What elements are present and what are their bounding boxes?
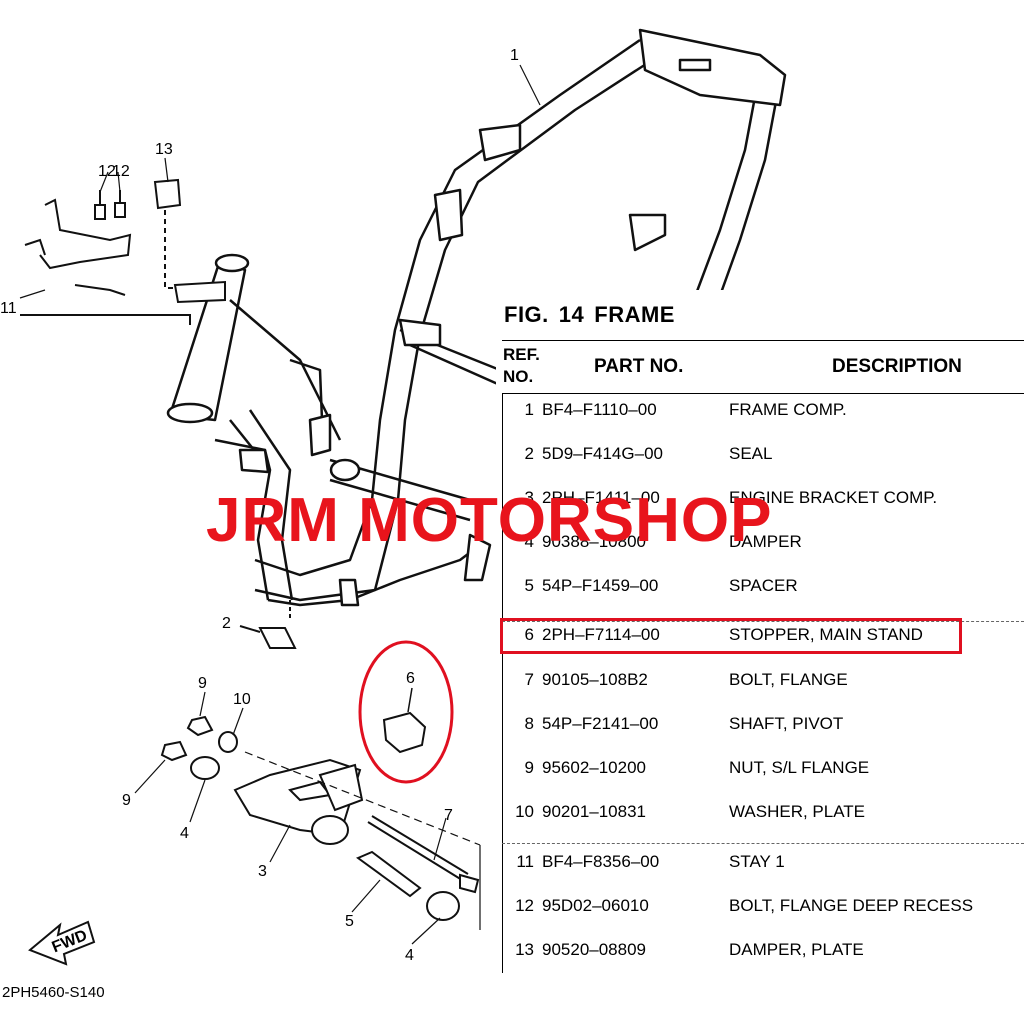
callout-13: 13 [155,141,173,158]
part-no-cell: BF4–F8356–00 [542,852,660,871]
table-row: 9 95602–10200 NUT, S/L FLANGE [496,758,1024,782]
part-no-cell: 54P–F1459–00 [542,576,659,595]
table-row: 3 2PH–F1411–00 ENGINE BRACKET COMP. [496,488,1024,512]
table-row: 7 90105–108B2 BOLT, FLANGE [496,670,1024,694]
description-cell: STOPPER, MAIN STAND [729,625,923,644]
callout-9: 9 [198,675,207,692]
description-cell: BOLT, FLANGE DEEP RECESS [729,896,974,915]
ref-no-cell: 10 [515,802,534,821]
engine-bracket-assembly [160,715,481,930]
description-cell: SEAL [729,444,773,463]
callout-4: 4 [405,947,414,964]
description-cell: BOLT, FLANGE [729,670,848,689]
table-row: 2 5D9–F414G–00 SEAL [496,444,1024,468]
part-no-cell: 90105–108B2 [542,670,648,689]
section-divider [502,621,1024,622]
ref-no-cell: 6 [524,625,534,644]
part-no-cell: 90520–08809 [542,940,647,959]
table-row: 6 2PH–F7114–00 STOPPER, MAIN STAND [496,625,1024,649]
description-cell: STAY 1 [729,852,785,871]
description-cell: SPACER [729,576,798,595]
part-no-cell: BF4–F1110–00 [542,400,657,419]
callout-3: 3 [258,863,267,880]
ref-no-cell: 9 [524,758,534,777]
table-row: 8 54P–F2141–00 SHAFT, PIVOT [496,714,1024,738]
header-description: DESCRIPTION [832,356,962,377]
stay-1-part [20,178,226,325]
header-rule [502,393,1024,394]
callout-2: 2 [222,615,231,632]
callout-9: 9 [122,792,131,809]
callout-7: 7 [444,807,453,824]
table-left-rule [502,393,503,973]
leader-lines [19,64,541,945]
ref-no-cell: 4 [524,532,534,551]
table-row: 4 90388–10800 DAMPER [496,532,1024,556]
drawing-code: 2PH5460-S140 [2,984,105,1001]
ref-no-cell: 7 [524,670,534,689]
description-cell: FRAME COMP. [729,400,847,419]
ref-no-cell: 1 [524,400,534,419]
ref-no-cell: 13 [515,940,534,959]
description-cell: ENGINE BRACKET COMP. [729,488,938,507]
callout-4: 4 [180,825,189,842]
part-no-cell: 95602–10200 [542,758,647,777]
callout-6: 6 [406,670,415,687]
callout-11: 11 [0,300,17,317]
table-top-rule [502,340,1024,341]
description-cell: WASHER, PLATE [729,802,866,821]
ref-no-cell: 8 [524,714,534,733]
stopper-main-stand-part [358,640,454,784]
table-row: 12 95D02–06010 BOLT, FLANGE DEEP RECESS [496,896,1024,920]
seal-part [239,600,297,649]
highlight-circle [358,640,454,784]
callout-1: 1 [510,47,519,64]
table-row: 11 BF4–F8356–00 STAY 1 [496,852,1024,876]
header-part-no: PART NO. [594,356,684,377]
part-no-cell: 54P–F2141–00 [542,714,659,733]
description-cell: DAMPER [729,532,802,551]
description-cell: SHAFT, PIVOT [729,714,844,733]
highlight-box [500,618,962,654]
ref-no-cell: 2 [524,444,534,463]
table-row: 5 54P–F1459–00 SPACER [496,576,1024,600]
description-cell: NUT, S/L FLANGE [729,758,870,777]
table-row: 1 BF4–F1110–00 FRAME COMP. [496,400,1024,424]
callout-5: 5 [345,913,354,930]
callout-10: 10 [233,691,251,708]
callout-12: 12 [112,163,130,180]
part-no-cell: 2PH–F1411–00 [542,488,660,507]
fwd-arrow-icon: FWD [28,920,96,966]
part-no-cell: 90201–10831 [542,802,647,821]
part-no-cell: 2PH–F7114–00 [542,625,660,644]
table-row: 10 90201–10831 WASHER, PLATE [496,802,1024,826]
description-cell: DAMPER, PLATE [729,940,864,959]
part-no-cell: 5D9–F414G–00 [542,444,663,463]
ref-no-cell: 5 [524,576,534,595]
header-ref-no: REF. NO. [503,345,540,386]
ref-no-cell: 3 [524,488,534,507]
table-row: 13 90520–08809 DAMPER, PLATE [496,940,1024,964]
ref-no-cell: 11 [516,852,534,871]
part-no-cell: 90388–10800 [542,532,647,551]
part-no-cell: 95D02–06010 [542,896,649,915]
section-divider [502,843,1024,844]
watermark-text: JRM MOTORSHOP [206,486,773,555]
frame-comp [166,28,787,607]
callout-12: 12 [98,163,116,180]
ref-no-cell: 12 [515,896,534,915]
